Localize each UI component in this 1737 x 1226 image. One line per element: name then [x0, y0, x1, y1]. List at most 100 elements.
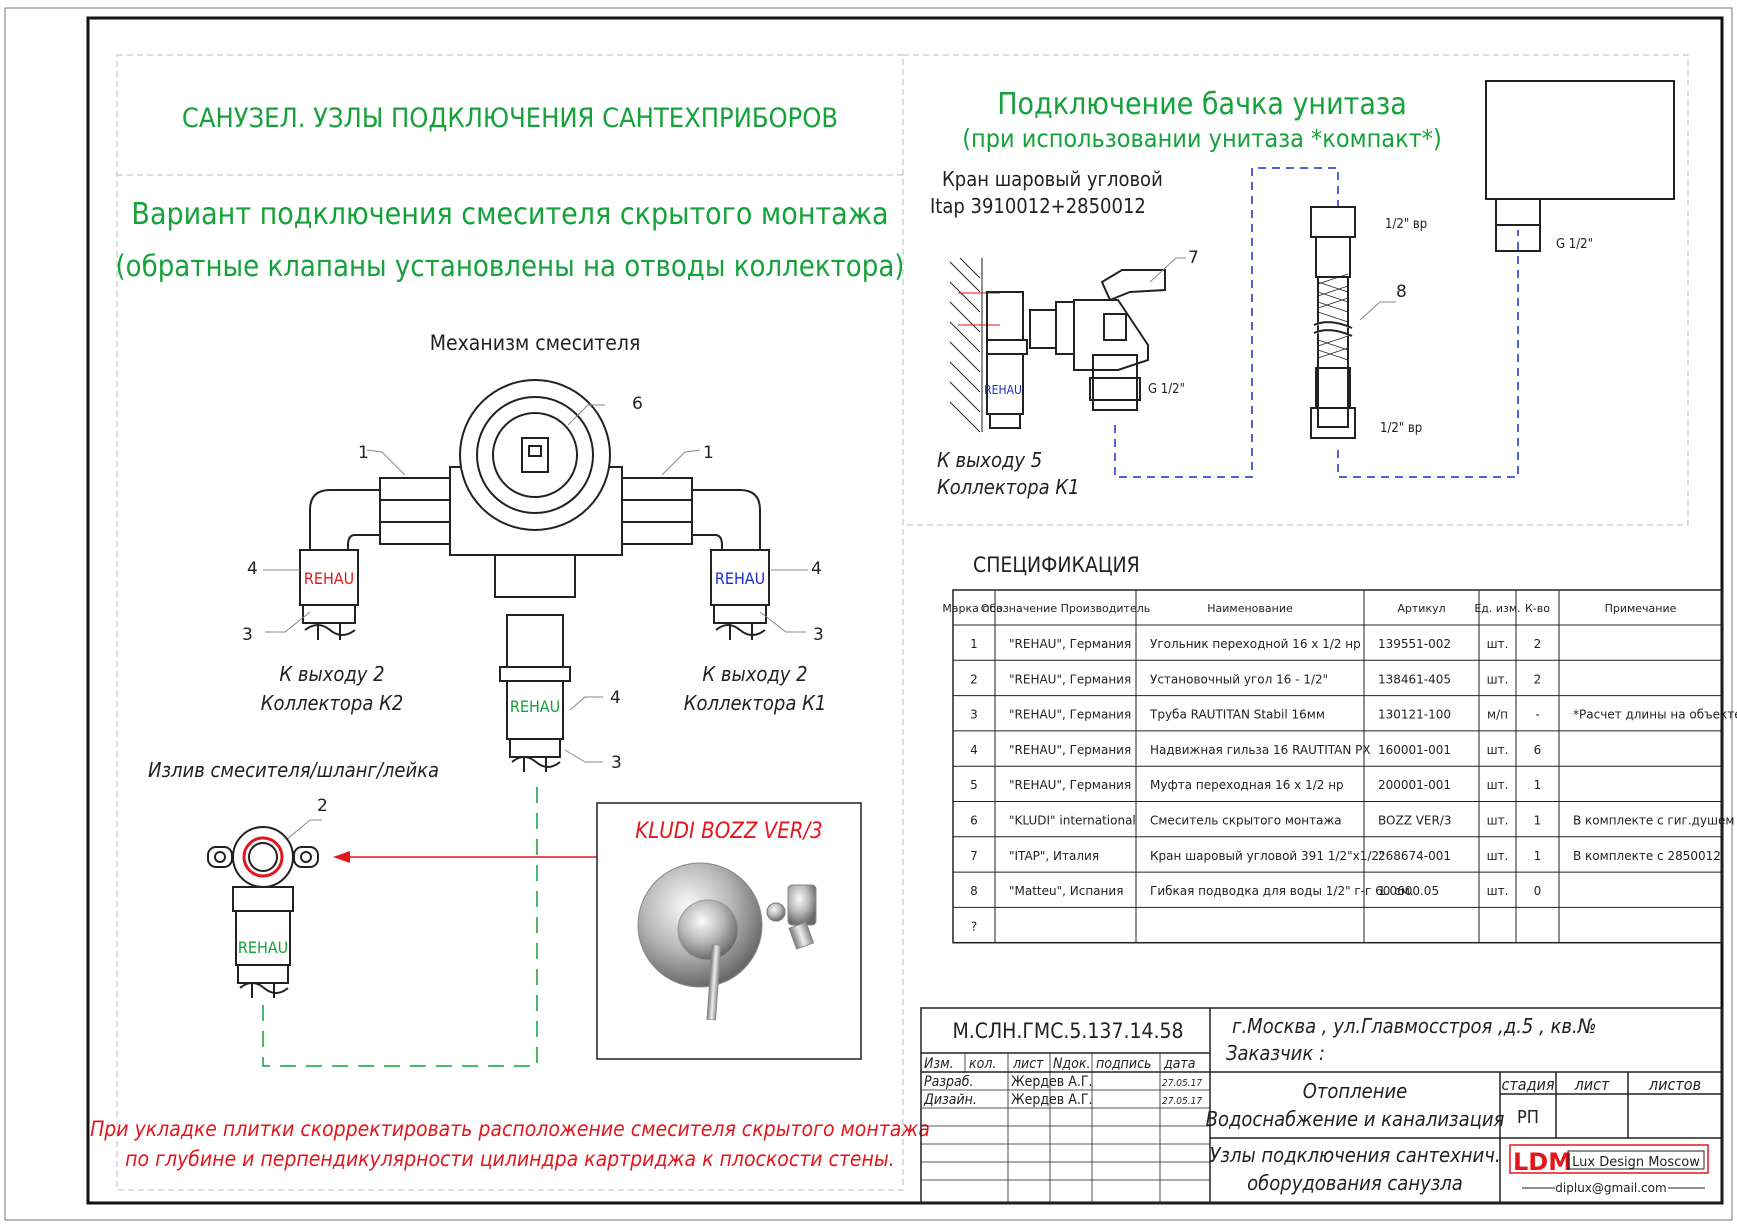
spec-cell: 2 [1534, 637, 1542, 651]
spout-fitting [207, 826, 319, 998]
spec-cell: шт. [1487, 884, 1509, 898]
spec-cell: 138461-405 [1378, 672, 1451, 686]
spec-cell: BOZZ VER/3 [1378, 814, 1452, 828]
mechanism-label: Механизм смесителя [430, 331, 641, 355]
customer-label: Заказчик : [1226, 1041, 1325, 1065]
logo-mark: LDM [1513, 1148, 1572, 1176]
rehau-left: REHAU [304, 569, 354, 588]
col-head-2: лист [1012, 1056, 1044, 1072]
tank-title-1: Подключение бачка унитаза [997, 87, 1407, 122]
spec-cell: 200001-001 [1378, 778, 1451, 792]
spec-cell: 1 [1534, 778, 1542, 792]
spec-cell: 2 [1534, 672, 1542, 686]
spec-cell: *Расчет длины на объекте [1573, 708, 1737, 722]
tag-4-right: 4 [811, 559, 822, 579]
spout-label: Излив смесителя/шланг/лейка [148, 758, 439, 782]
spec-cell: 2 [970, 672, 978, 686]
valve-label-2: Itap 3910012+2850012 [930, 194, 1146, 218]
spec-cell: "Matteu", Испания [1009, 884, 1123, 898]
rehau-right: REHAU [715, 569, 765, 588]
note-line-1: При укладке плитки скорректировать распо… [90, 1117, 930, 1141]
spec-cell: 8 [970, 884, 978, 898]
spec-cell: шт. [1487, 672, 1509, 686]
spec-cell: 130121-100 [1378, 708, 1451, 722]
sheets-head: листов [1648, 1075, 1701, 1094]
tag-4-bottom: 4 [610, 688, 621, 708]
col-head-1: кол. [969, 1056, 996, 1072]
wall-hatch [949, 257, 983, 433]
section-1: Отопление [1303, 1079, 1408, 1103]
spec-cell: Муфта переходная 16 х 1/2 нр [1150, 778, 1344, 792]
outlet-right-2: Коллектора К1 [684, 691, 827, 715]
spec-cell: шт. [1487, 814, 1509, 828]
sheet-name-1: Узлы подключения сантехнич. [1209, 1143, 1500, 1167]
spec-cell: "REHAU", Германия [1009, 672, 1131, 686]
note-line-2: по глубине и перпендикулярности цилиндра… [125, 1147, 895, 1171]
spec-header-cell: Ед. изм. [1474, 602, 1520, 615]
spec-cell: 1 [1534, 849, 1542, 863]
spec-cell: ? [971, 919, 977, 933]
tag-7: 7 [1188, 248, 1199, 268]
leader-lines [263, 404, 808, 841]
spec-cell: "REHAU", Германия [1009, 743, 1131, 757]
spec-cell: 160001-001 [1378, 743, 1451, 757]
spec-title: СПЕЦИФИКАЦИЯ [973, 553, 1140, 577]
col-head-5: дата [1163, 1056, 1195, 1072]
leader-7 [1149, 257, 1186, 283]
rehau-valve: REHAU [984, 383, 1022, 397]
sheet-trim [4, 7, 1733, 1221]
spec-cell: В комплекте с гиг.душем [1573, 814, 1734, 828]
rehau-spout: REHAU [238, 938, 288, 957]
tag-3-left: 3 [242, 625, 253, 645]
spec-cell: 4 [970, 743, 978, 757]
spec-cell: м/п [1487, 708, 1508, 722]
tag-1-right: 1 [703, 443, 714, 463]
spec-cell: шт. [1487, 849, 1509, 863]
dev-name: Жердев А.Г. [1011, 1074, 1093, 1090]
spec-cell: "REHAU", Германия [1009, 708, 1131, 722]
spec-cell: В комплекте с 2850012 [1573, 849, 1721, 863]
tag-3-right: 3 [813, 625, 824, 645]
spec-cell: Установочный угол 16 - 1/2" [1150, 672, 1328, 686]
spec-header-cell: К-во [1525, 602, 1550, 615]
tag-1-left: 1 [358, 443, 369, 463]
logo-text: Lux Design Moscow [1572, 1155, 1700, 1170]
address: г.Москва , ул.Главмосстроя ,д.5 , кв.№ [1232, 1014, 1596, 1038]
spec-cell: - [1535, 708, 1539, 722]
leader-8 [1359, 301, 1396, 321]
spec-header-cell: Примечание [1605, 602, 1677, 615]
tag-2: 2 [317, 796, 328, 816]
left-elbow-fitting [299, 489, 380, 640]
flex-hose [1310, 206, 1356, 439]
tag-8: 8 [1396, 282, 1407, 302]
sheet-head: лист [1574, 1075, 1610, 1094]
spec-cell: 0 [1534, 884, 1542, 898]
spec-cell: Угольник переходной 16 х 1/2 нр [1150, 637, 1361, 651]
spec-cell: 268674-001 [1378, 849, 1451, 863]
des-name: Жердев А.Г. [1011, 1092, 1093, 1108]
valve-label-1: Кран шаровый угловой [942, 167, 1163, 191]
right-elbow-fitting [692, 489, 770, 640]
hose-thread-top: 1/2" вр [1385, 217, 1427, 232]
toilet-tank [1485, 80, 1675, 252]
outlet-right-1: К выходу 2 [702, 662, 807, 686]
spec-cell: 1 [970, 637, 978, 651]
ldm-logo: LDM Lux Design Moscow diplux@gmail.com [1509, 1144, 1709, 1195]
valve-assembly [986, 269, 1166, 429]
col-head-3: Nдок. [1053, 1056, 1090, 1072]
spec-cell: Кран шаровый угловой 391 1/2"х1/2" [1150, 849, 1385, 863]
spec-cell: 1.0600.05 [1378, 884, 1439, 898]
mixer-mechanism [379, 379, 693, 598]
spec-cell: 139551-002 [1378, 637, 1451, 651]
spec-cell: Гибкая подводка для воды 1/2" г-г 60 см. [1150, 884, 1414, 898]
email: diplux@gmail.com [1555, 1181, 1666, 1195]
hose-thread-bottom: 1/2" вр [1380, 421, 1422, 436]
spec-cell: Смеситель скрытого монтажа [1150, 814, 1342, 828]
spec-cell: шт. [1487, 743, 1509, 757]
col-head-4: подпись [1096, 1056, 1151, 1072]
bottom-fitting [499, 614, 571, 772]
dev-date: 27.05.17 [1162, 1078, 1202, 1089]
spec-cell: Труба RAUTITAN Stabil 16мм [1149, 708, 1325, 722]
wall-marks [958, 292, 1000, 326]
